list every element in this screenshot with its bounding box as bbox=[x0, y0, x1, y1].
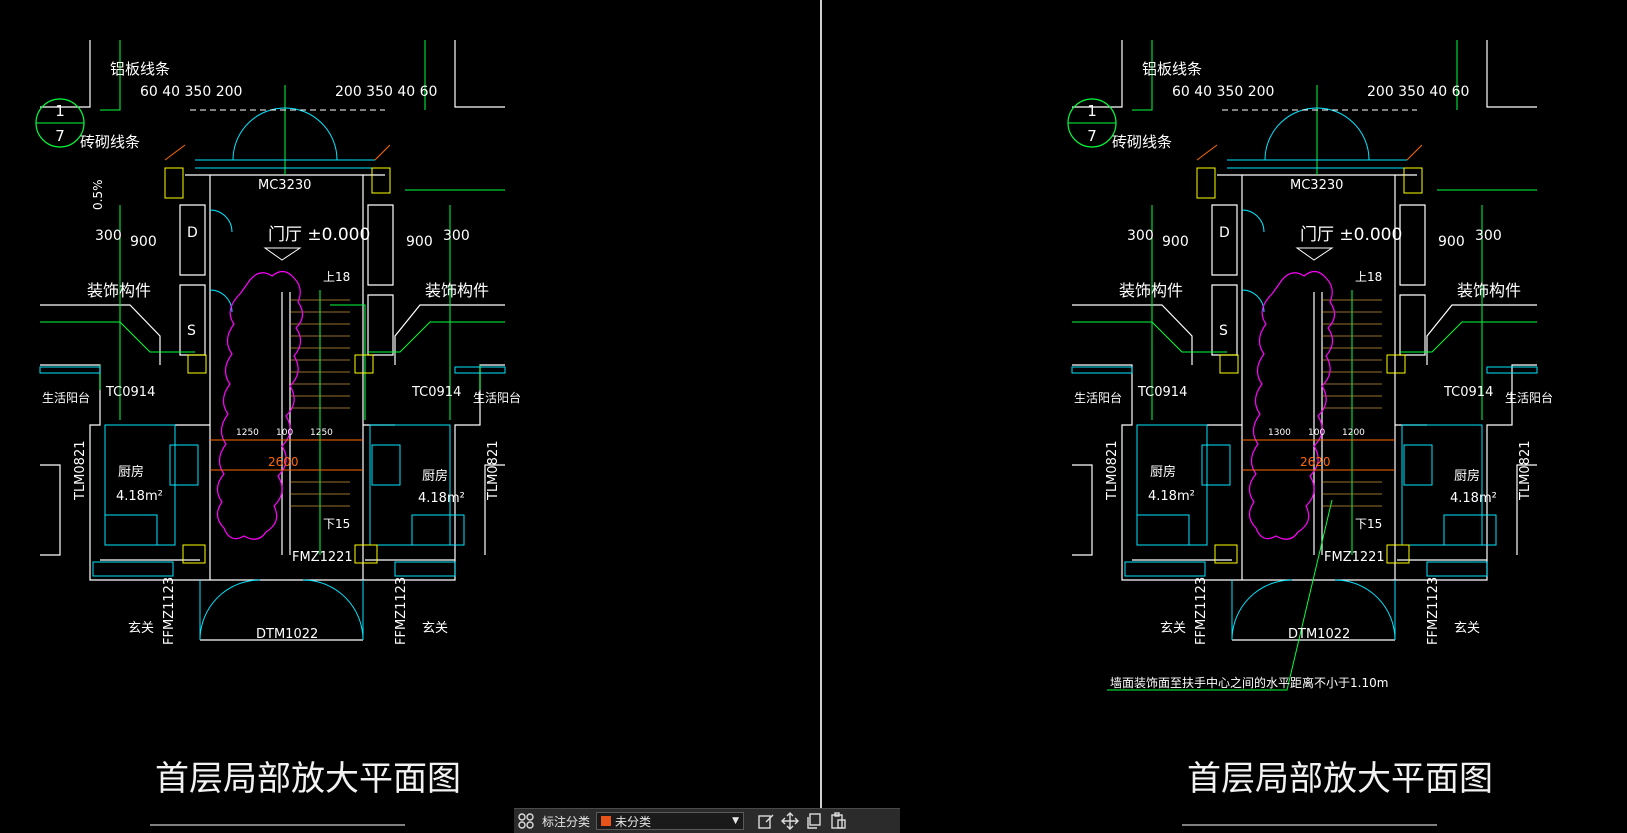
annotation-note: 墙面装饰面至扶手中心之间的水平距离不小于1.10m bbox=[1110, 675, 1388, 690]
shaft-s-label: S bbox=[1219, 323, 1228, 339]
grid-number-bottom: 7 bbox=[55, 127, 65, 145]
ffmz-left-label: FFMZ1123 bbox=[162, 577, 177, 645]
tc-left-label: TC0914 bbox=[1137, 385, 1187, 400]
drawing-title: 首层局部放大平面图 bbox=[1187, 759, 1493, 799]
viewport-divider[interactable] bbox=[820, 0, 822, 832]
fire-door-label: FMZ1221 bbox=[1324, 550, 1385, 565]
dim-900-left: 900 bbox=[130, 234, 157, 250]
ffmz-right-label: FFMZ1123 bbox=[394, 577, 409, 645]
dim-top-left: 60 40 350 200 bbox=[140, 84, 242, 100]
entry-door-label: DTM1022 bbox=[256, 627, 318, 642]
kitchen-area-left: 4.18m² bbox=[116, 489, 163, 504]
kitchen-right-label: 厨房 bbox=[422, 468, 448, 484]
tc-right-label: TC0914 bbox=[1443, 385, 1493, 400]
fire-door-label: FMZ1221 bbox=[292, 550, 353, 565]
category-color-swatch bbox=[601, 816, 612, 826]
foyer-left-label: 玄关 bbox=[128, 621, 154, 636]
dim-top-left: 60 40 350 200 bbox=[1172, 84, 1274, 100]
door-mc-label: MC3230 bbox=[1290, 178, 1343, 193]
aluminum-trim-label: 铝板线条 bbox=[110, 60, 170, 78]
kitchen-left-label: 厨房 bbox=[118, 464, 144, 480]
grid-number-top: 1 bbox=[55, 102, 65, 120]
balcony-right-label: 生活阳台 bbox=[1505, 390, 1553, 405]
decor-left-label: 装饰构件 bbox=[87, 281, 151, 300]
shaft-d-label: D bbox=[1219, 225, 1230, 241]
foyer-left-label: 玄关 bbox=[1160, 621, 1186, 636]
chevron-down-icon: ▼ bbox=[732, 816, 740, 826]
stair-up-label: 上18 bbox=[323, 270, 350, 284]
shaft-d-label: D bbox=[187, 225, 198, 241]
move-icon[interactable] bbox=[778, 809, 802, 833]
kitchen-area-right: 4.18m² bbox=[418, 491, 465, 506]
decor-left-label: 装饰构件 bbox=[1119, 281, 1183, 300]
category-grid-icon[interactable] bbox=[514, 809, 538, 833]
dim-300-right: 300 bbox=[443, 228, 470, 244]
right-viewport[interactable]: 1 7 铝板线条 60 40 350 200 200 350 40 60 砖砌线… bbox=[822, 0, 1627, 832]
dim-top-right: 200 350 40 60 bbox=[335, 84, 437, 100]
entry-door-label: DTM1022 bbox=[1288, 627, 1350, 642]
decor-right-label: 装饰构件 bbox=[425, 281, 489, 300]
category-select[interactable]: 未分类 ▼ bbox=[596, 812, 745, 830]
stair-up-label: 上18 bbox=[1355, 270, 1382, 284]
annotation-toolbar: 标注分类 未分类 ▼ bbox=[514, 808, 900, 833]
drawing-title: 首层局部放大平面图 bbox=[155, 759, 461, 799]
grid-number-top: 1 bbox=[1087, 102, 1097, 120]
dim-1300-label: 1300 bbox=[1268, 428, 1291, 438]
ffmz-left-label: FFMZ1123 bbox=[1194, 577, 1209, 645]
dim-1200-label: 1200 bbox=[1342, 428, 1365, 438]
kitchen-right-label: 厨房 bbox=[1454, 468, 1480, 484]
left-viewport[interactable]: 1 7 铝板线条 60 40 350 200 200 350 40 60 砖砌线… bbox=[0, 0, 821, 832]
balcony-right-label: 生活阳台 bbox=[473, 390, 521, 405]
dim-2620-label: 2620 bbox=[1300, 455, 1331, 469]
grid-bubble: 1 7 bbox=[35, 98, 85, 148]
dim-1250-label: 1250 bbox=[236, 428, 259, 438]
brick-trim-label: 砖砌线条 bbox=[80, 133, 140, 151]
stair-down-label: 下15 bbox=[1355, 517, 1382, 531]
tc-right-label: TC0914 bbox=[411, 385, 461, 400]
paste-icon[interactable] bbox=[826, 809, 850, 833]
dim-900-right: 900 bbox=[1438, 234, 1465, 250]
kitchen-area-left: 4.18m² bbox=[1148, 489, 1195, 504]
ffmz-right-label: FFMZ1123 bbox=[1426, 577, 1441, 645]
aluminum-trim-label: 铝板线条 bbox=[1142, 60, 1202, 78]
copy-icon[interactable] bbox=[802, 809, 826, 833]
dim-2600-label: 2600 bbox=[268, 455, 299, 469]
hall-level-label: 门厅 ±0.000 bbox=[268, 225, 370, 245]
category-label: 标注分类 bbox=[542, 814, 591, 829]
dim-300-left: 300 bbox=[1127, 228, 1154, 244]
dim-300-left: 300 bbox=[95, 228, 122, 244]
dim-900-left: 900 bbox=[1162, 234, 1189, 250]
brick-trim-label: 砖砌线条 bbox=[1112, 133, 1172, 151]
balcony-left-label: 生活阳台 bbox=[42, 390, 90, 405]
tc-left-label: TC0914 bbox=[105, 385, 155, 400]
shaft-s-label: S bbox=[187, 323, 196, 339]
foyer-right-label: 玄关 bbox=[1454, 621, 1480, 636]
kitchen-area-right: 4.18m² bbox=[1450, 491, 1497, 506]
stair-down-label: 下15 bbox=[323, 517, 350, 531]
tlm-left-label: TLM0821 bbox=[73, 441, 88, 501]
door-mc-label: MC3230 bbox=[258, 178, 311, 193]
balcony-left-label: 生活阳台 bbox=[1074, 390, 1122, 405]
tlm-left-label: TLM0821 bbox=[1105, 441, 1120, 501]
plan-drawing-right: 1 7 铝板线条 60 40 350 200 200 350 40 60 砖砌线… bbox=[1067, 40, 1553, 826]
slope-label: 0.5% bbox=[91, 180, 105, 211]
category-select-value: 未分类 bbox=[615, 814, 652, 829]
dim-1250b-label: 1250 bbox=[310, 428, 333, 438]
dim-100-label: 100 bbox=[276, 428, 293, 438]
tlm-right-label: TLM0821 bbox=[486, 441, 501, 501]
dim-900-right: 900 bbox=[406, 234, 433, 250]
tlm-right-label: TLM0821 bbox=[1518, 441, 1533, 501]
kitchen-left-label: 厨房 bbox=[1150, 464, 1176, 480]
grid-number-bottom: 7 bbox=[1087, 127, 1097, 145]
dim-100-label: 100 bbox=[1308, 428, 1325, 438]
edit-icon[interactable] bbox=[754, 809, 778, 833]
foyer-right-label: 玄关 bbox=[422, 621, 448, 636]
dim-300-right: 300 bbox=[1475, 228, 1502, 244]
dim-top-right: 200 350 40 60 bbox=[1367, 84, 1469, 100]
plan-drawing-left: 1 7 铝板线条 60 40 350 200 200 350 40 60 砖砌线… bbox=[35, 40, 521, 826]
hall-level-label: 门厅 ±0.000 bbox=[1300, 225, 1402, 245]
decor-right-label: 装饰构件 bbox=[1457, 281, 1521, 300]
